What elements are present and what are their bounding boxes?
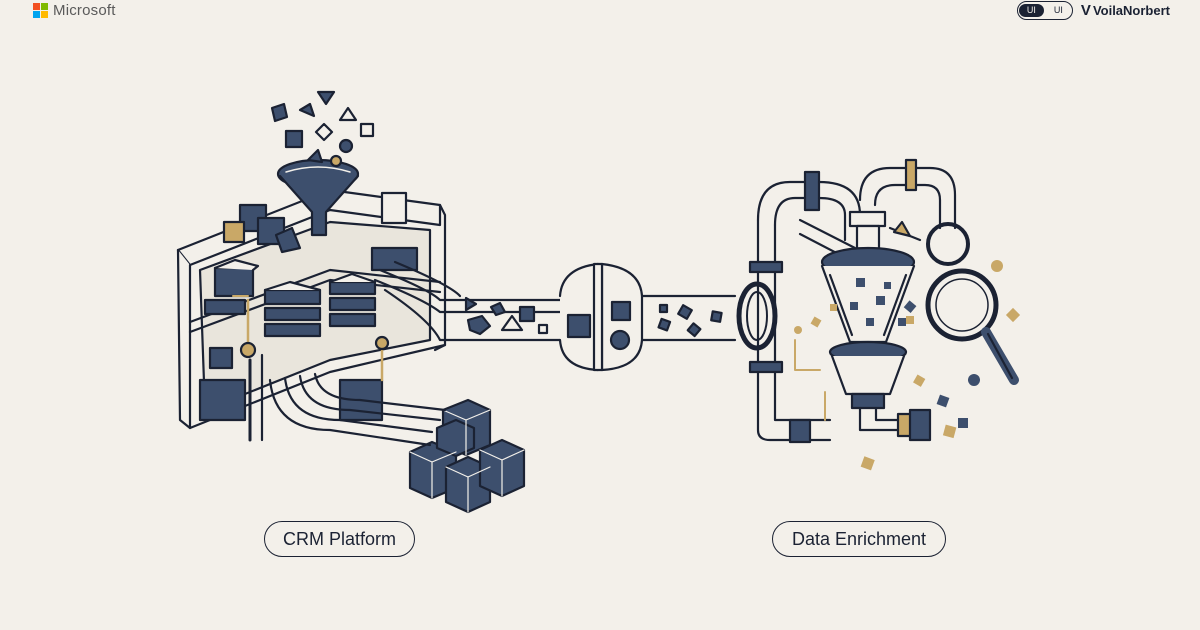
ui-toggle-right[interactable]: UI	[1053, 5, 1063, 15]
cube-cluster	[408, 398, 526, 514]
data-enrichment-label: Data Enrichment	[772, 521, 946, 557]
crm-platform-label: CRM Platform	[264, 521, 415, 557]
funnel-icon	[276, 154, 360, 237]
crm-building	[176, 90, 447, 442]
magnifier-icon	[925, 222, 1019, 385]
voilanorbert-v-icon: V	[1080, 2, 1091, 19]
microsoft-logo-icon	[33, 2, 48, 18]
microsoft-label: Microsoft	[53, 1, 116, 19]
ui-toggle[interactable]: UI UI	[1016, 1, 1073, 20]
enrichment-machine	[736, 158, 1019, 444]
ui-toggle-left[interactable]: UI	[1018, 4, 1044, 17]
crm-cables	[268, 372, 447, 447]
voilanorbert-label: VoilaNorbert	[1092, 3, 1170, 18]
voilanorbert-brand: V VoilaNorbert	[1081, 2, 1170, 19]
microsoft-brand: Microsoft	[33, 1, 116, 19]
header-right: UI UI V VoilaNorbert	[1016, 1, 1170, 20]
